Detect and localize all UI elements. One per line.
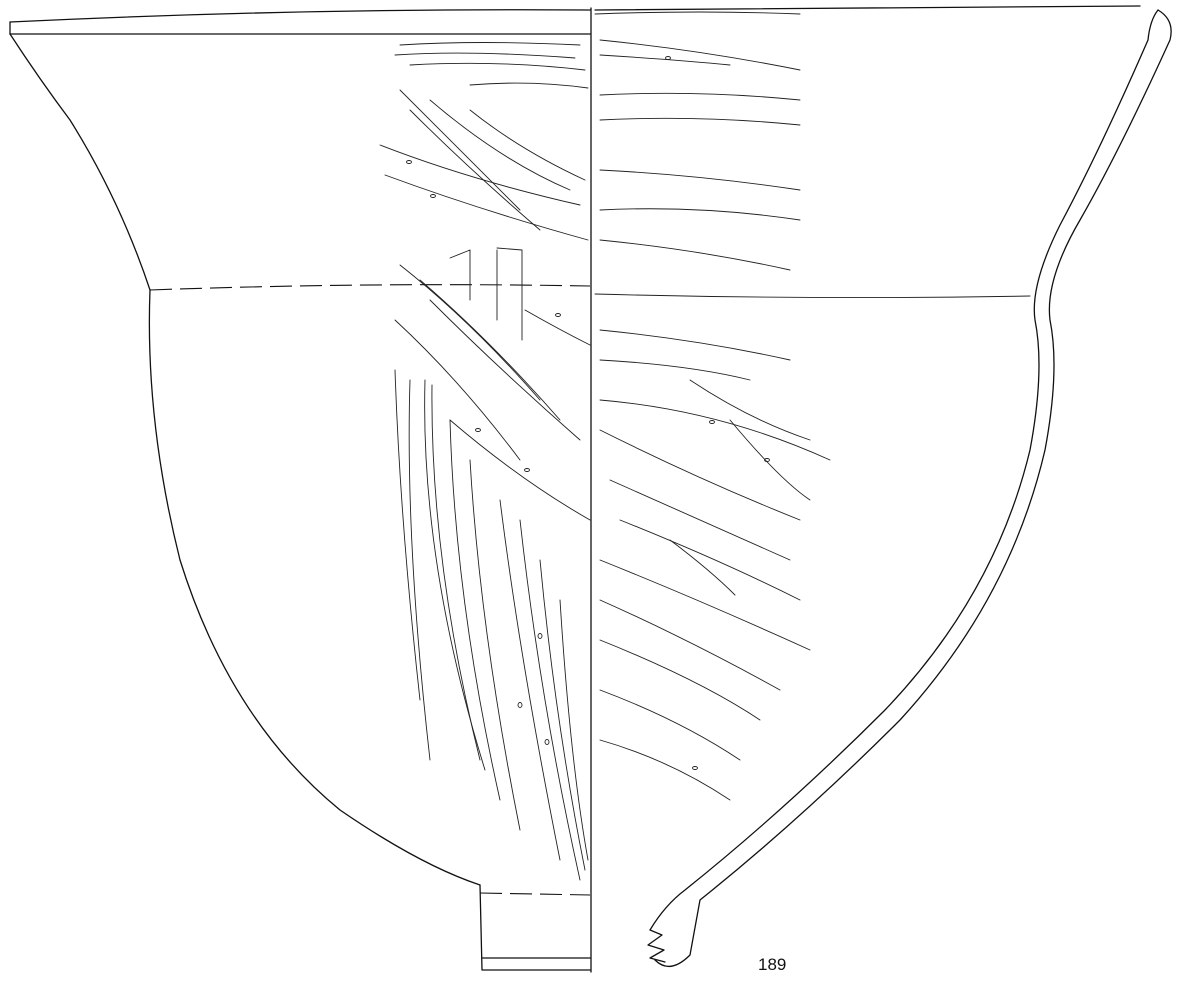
- shoulder-line: [149, 284, 591, 291]
- vessel-section-profile: [594, 5, 1172, 967]
- base-line: [479, 892, 591, 896]
- vessel-exterior-outline: [9, 9, 591, 971]
- surface-texture-right: [599, 39, 831, 801]
- figure-number: 189: [758, 955, 787, 974]
- inclusion-marks: [406, 56, 770, 770]
- surface-texture-left: [379, 42, 591, 881]
